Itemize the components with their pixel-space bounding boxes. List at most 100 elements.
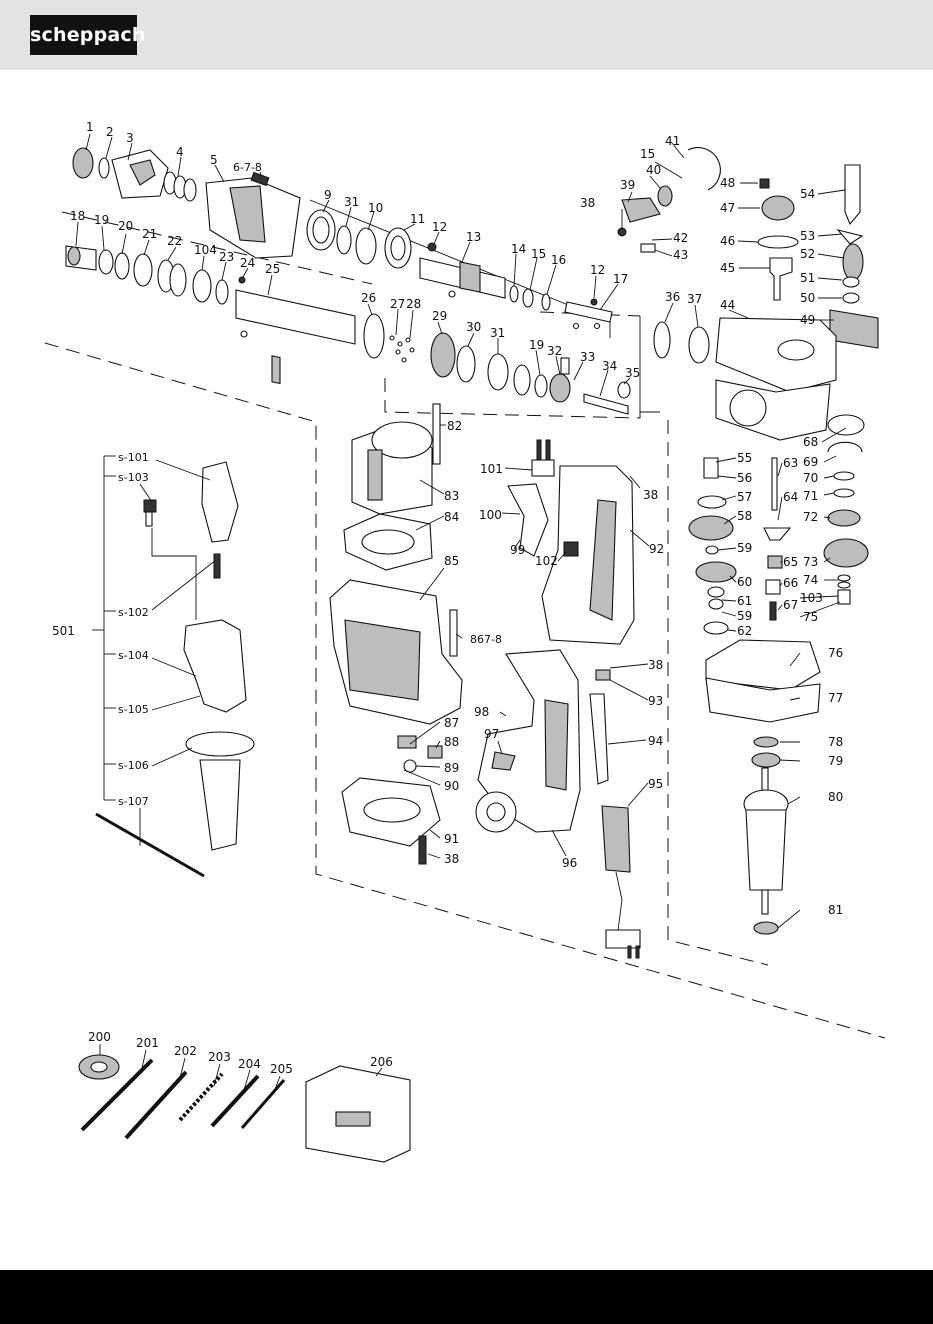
part-callout-c36: 36 xyxy=(665,290,680,304)
part-callout-c71: 71 xyxy=(803,489,818,503)
part-callout-c35: 35 xyxy=(625,366,640,380)
part-callout-c48: 48 xyxy=(720,176,735,190)
part-callout-c31b: 31 xyxy=(490,326,505,340)
part-callout-c65: 65 xyxy=(783,555,798,569)
part-callout-cs104: s-104 xyxy=(118,649,149,662)
part-callout-c78: 78 xyxy=(828,735,843,749)
part-callout-c2: 2 xyxy=(106,125,114,139)
part-callout-c10: 10 xyxy=(368,201,383,215)
part-callout-c13: 13 xyxy=(466,230,481,244)
part-callout-c37: 37 xyxy=(687,292,702,306)
part-callout-c8678: 867-8 xyxy=(470,633,502,646)
part-callout-c50: 50 xyxy=(800,291,815,305)
part-callout-c70: 70 xyxy=(803,471,818,485)
part-callout-c42: 42 xyxy=(673,231,688,245)
part-callout-c103: 103 xyxy=(800,591,823,605)
part-callout-c67: 67 xyxy=(783,598,798,612)
part-callout-c61: 61 xyxy=(737,594,752,608)
part-callout-cs107: s-107 xyxy=(118,795,149,808)
part-callout-c68: 68 xyxy=(803,435,818,449)
part-callout-c91: 91 xyxy=(444,832,459,846)
part-callout-c206: 206 xyxy=(370,1055,393,1069)
part-callout-c94: 94 xyxy=(648,734,663,748)
part-callout-c11: 11 xyxy=(410,212,425,226)
part-callout-cs105: s-105 xyxy=(118,703,149,716)
part-callout-c58: 58 xyxy=(737,509,752,523)
part-callout-c85: 85 xyxy=(444,554,459,568)
part-callout-c38c: 38 xyxy=(643,488,658,502)
part-callout-c95: 95 xyxy=(648,777,663,791)
handle-housing xyxy=(475,439,641,959)
part-callout-c203: 203 xyxy=(208,1050,231,1064)
part-callout-c57: 57 xyxy=(737,490,752,504)
spindle-parts xyxy=(65,245,710,415)
part-callout-c205: 205 xyxy=(270,1062,293,1076)
part-callout-c99: 99 xyxy=(510,543,525,557)
part-callout-c87: 87 xyxy=(444,716,459,730)
part-callout-cs106: s-106 xyxy=(118,759,149,772)
part-callout-cs103: s-103 xyxy=(118,471,149,484)
leader-lines xyxy=(75,133,847,1093)
part-callout-c46: 46 xyxy=(720,234,735,248)
part-callout-c81: 81 xyxy=(828,903,843,917)
part-callout-c22: 22 xyxy=(167,234,182,248)
part-callout-c93: 93 xyxy=(648,694,663,708)
part-callout-c77: 77 xyxy=(828,691,843,705)
part-callout-c19b: 19 xyxy=(529,338,544,352)
part-callout-c73: 73 xyxy=(803,555,818,569)
part-callout-c62: 62 xyxy=(737,624,752,638)
part-callout-c4: 4 xyxy=(176,145,184,159)
part-callout-c40: 40 xyxy=(646,163,661,177)
part-callout-c1: 1 xyxy=(86,120,94,134)
brand-logo: scheppach xyxy=(30,15,145,55)
part-callout-c16: 16 xyxy=(551,253,566,267)
part-callout-c25: 25 xyxy=(265,262,280,276)
part-callout-c104: 104 xyxy=(194,243,217,257)
part-callout-c90: 90 xyxy=(444,779,459,793)
part-callout-c19a: 19 xyxy=(94,213,109,227)
part-callout-c55: 55 xyxy=(737,451,752,465)
part-callout-c31a: 31 xyxy=(344,195,359,209)
page-footer xyxy=(0,1270,933,1324)
part-callout-c26: 26 xyxy=(361,291,376,305)
part-callout-c38d: 38 xyxy=(648,658,663,672)
part-callout-c52: 52 xyxy=(800,247,815,261)
part-callout-c59b: 59 xyxy=(737,609,752,623)
part-callout-cs101: s-101 xyxy=(118,451,149,464)
part-callout-c60: 60 xyxy=(737,575,752,589)
part-callout-c21: 21 xyxy=(142,227,157,241)
part-callout-c201: 201 xyxy=(136,1036,159,1050)
part-callout-c33: 33 xyxy=(580,350,595,364)
part-callout-c12a: 12 xyxy=(432,220,447,234)
motor-stator-housing xyxy=(329,403,463,865)
part-callout-c69: 69 xyxy=(803,455,818,469)
part-callout-c15b: 15 xyxy=(640,147,655,161)
part-callout-c89: 89 xyxy=(444,761,459,775)
part-callout-c17: 17 xyxy=(613,272,628,286)
part-callout-c74: 74 xyxy=(803,573,818,587)
part-callout-c82: 82 xyxy=(447,419,462,433)
part-callout-c79: 79 xyxy=(828,754,843,768)
part-callout-c41: 41 xyxy=(665,134,680,148)
part-callout-c53: 53 xyxy=(800,229,815,243)
part-callout-c20: 20 xyxy=(118,219,133,233)
part-callout-c59a: 59 xyxy=(737,541,752,555)
part-callout-c96: 96 xyxy=(562,856,577,870)
part-callout-c39: 39 xyxy=(620,178,635,192)
part-callout-c51: 51 xyxy=(800,271,815,285)
part-callout-c56: 56 xyxy=(737,471,752,485)
part-callout-c28: 28 xyxy=(406,297,421,311)
part-callout-c34: 34 xyxy=(602,359,617,373)
switch-lever-parts xyxy=(617,147,770,253)
page-header: scheppach xyxy=(0,0,933,70)
part-callout-c23: 23 xyxy=(219,250,234,264)
part-callout-c66: 66 xyxy=(783,576,798,590)
part-callout-c72: 72 xyxy=(803,510,818,524)
part-callout-c32: 32 xyxy=(547,344,562,358)
part-callout-c678: 6-7-8 xyxy=(233,161,262,174)
part-callout-c15a: 15 xyxy=(531,247,546,261)
part-callout-c12b: 12 xyxy=(590,263,605,277)
part-callout-c5: 5 xyxy=(210,153,218,167)
